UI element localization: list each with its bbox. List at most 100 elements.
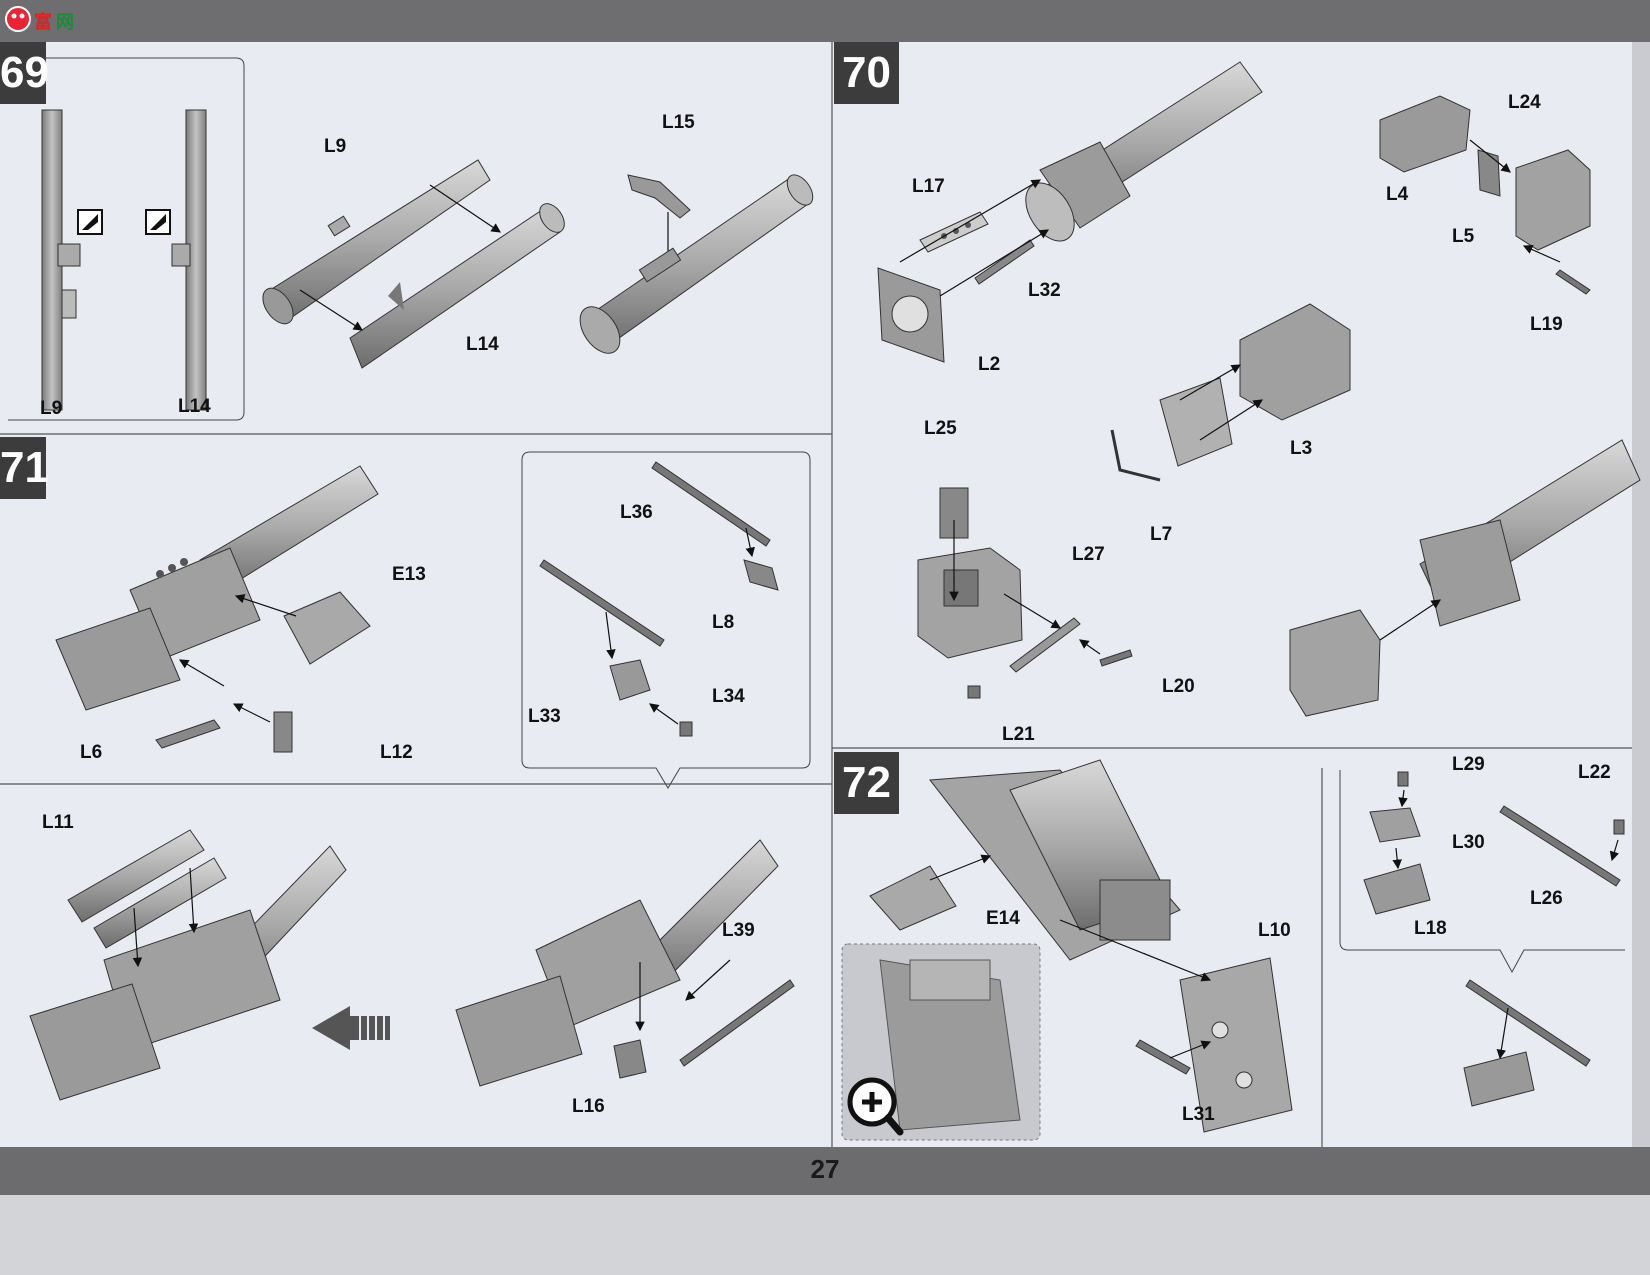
assembled-gun-71 — [55, 465, 379, 711]
panel-dividers — [0, 42, 1632, 1147]
part-label: L26 — [1530, 888, 1563, 909]
part-label: L24 — [1508, 92, 1541, 113]
part-label: L11 — [42, 812, 74, 833]
part-L16-bracket — [613, 1039, 647, 1079]
part-label: L31 — [1182, 1104, 1215, 1125]
scan-background — [0, 1195, 1650, 1275]
part-L7-wire — [1110, 429, 1161, 482]
part-label: L9 — [40, 398, 63, 419]
part-label: L4 — [1386, 184, 1409, 205]
assembled-gun-71b — [29, 845, 347, 1101]
part-label: L5 — [1452, 226, 1475, 247]
part-E14-shield — [869, 865, 957, 931]
callout-result-72 — [1463, 979, 1591, 1107]
part-L2-frame — [877, 267, 945, 363]
part-L36-mg — [651, 461, 771, 547]
part-label: L2 — [978, 354, 1001, 375]
part-label: L6 — [80, 742, 103, 763]
part-L12-block — [273, 711, 293, 753]
part-label: L22 — [1578, 762, 1611, 783]
part-label: E14 — [986, 908, 1020, 929]
page-number: 27 — [810, 1154, 840, 1184]
part-label: L29 — [1452, 754, 1485, 775]
part-label: L12 — [380, 742, 413, 763]
part-L39-mg — [679, 979, 795, 1067]
breech-subassembly-70 — [917, 547, 1023, 659]
part-L3-breech — [1159, 303, 1351, 467]
part-label: L14 — [178, 396, 211, 417]
part-label: L30 — [1452, 832, 1485, 853]
top-header-band — [0, 0, 1650, 42]
part-L9-shroud — [262, 159, 491, 325]
part-label: L19 — [1530, 314, 1563, 335]
part-label: L39 — [722, 920, 755, 941]
step-number-71: 71 — [0, 437, 49, 499]
part-label: L7 — [1150, 524, 1173, 545]
part-L6-lever — [155, 719, 221, 749]
part-L9-detail — [41, 109, 81, 411]
logo-text: 富 — [34, 12, 52, 32]
part-L27-rod — [1009, 617, 1081, 673]
part-L14-detail — [171, 109, 207, 411]
part-label: L16 — [572, 1096, 605, 1117]
part-label: L32 — [1028, 280, 1061, 301]
part-label: L14 — [466, 334, 499, 355]
part-L21-pin — [967, 685, 981, 699]
step-number-70: 70 — [834, 42, 899, 104]
part-L26-mg — [1499, 805, 1621, 887]
part-label: L9 — [324, 136, 347, 157]
assembled-barrel-69 — [579, 174, 814, 354]
page-edge — [1632, 42, 1650, 1147]
logo-suffix: 网 — [56, 12, 74, 32]
zoom-inset-drawing — [879, 959, 1021, 1131]
part-L24-plate — [1477, 149, 1501, 197]
part-E13-shield — [283, 591, 371, 665]
assembled-barrel-70 — [1025, 61, 1263, 242]
bottom-footer-band — [0, 1147, 1650, 1195]
part-L14-barrel — [349, 203, 565, 369]
gun-assembly-72 — [929, 759, 1181, 961]
part-L22-pin — [1613, 819, 1625, 835]
assembly-direction-arrow-icon — [312, 1006, 390, 1050]
site-logo: 富 网 — [4, 4, 114, 38]
instruction-sheet — [0, 42, 1632, 1147]
part-label: L21 — [1002, 724, 1035, 745]
part-label: L20 — [1162, 676, 1195, 697]
part-L15-bracket — [627, 174, 691, 219]
part-L8-bracket — [743, 559, 779, 591]
part-label: L36 — [620, 502, 653, 523]
assembled-gun-71c — [455, 839, 779, 1087]
final-assembly-70 — [1289, 439, 1641, 717]
part-label: L15 — [662, 112, 695, 133]
part-label: L33 — [528, 706, 561, 727]
part-L29-pin — [1397, 771, 1409, 787]
part-label: L8 — [712, 612, 735, 633]
step-number-69: 69 — [0, 42, 49, 104]
zoom-in-magnifier-icon — [847, 1077, 904, 1136]
part-L10-plate — [1179, 957, 1293, 1133]
logo-mascot-icon — [5, 6, 31, 32]
part-L5-cover — [1515, 149, 1591, 251]
cement-apply-icon — [77, 209, 171, 235]
part-label: E13 — [392, 564, 426, 585]
part-label: L25 — [924, 418, 957, 439]
step-number-72: 72 — [834, 752, 899, 814]
part-label: L27 — [1072, 544, 1105, 565]
part-L4-housing — [1379, 95, 1471, 173]
part-L32-rod — [974, 239, 1035, 285]
part-L17-plate — [919, 211, 989, 253]
part-L11-cylinders — [67, 829, 227, 949]
part-label: L17 — [912, 176, 945, 197]
part-L31-pin — [1135, 1039, 1191, 1075]
part-L33-mg — [539, 559, 665, 701]
part-label: L34 — [712, 686, 745, 707]
part-L34-pin — [679, 721, 693, 737]
part-L18-bracket — [1363, 863, 1431, 915]
part-label: L10 — [1258, 920, 1291, 941]
part-L30-plate — [1369, 807, 1421, 843]
part-label: L18 — [1414, 918, 1447, 939]
part-L19-pin — [1555, 269, 1591, 295]
part-label: L3 — [1290, 438, 1313, 459]
